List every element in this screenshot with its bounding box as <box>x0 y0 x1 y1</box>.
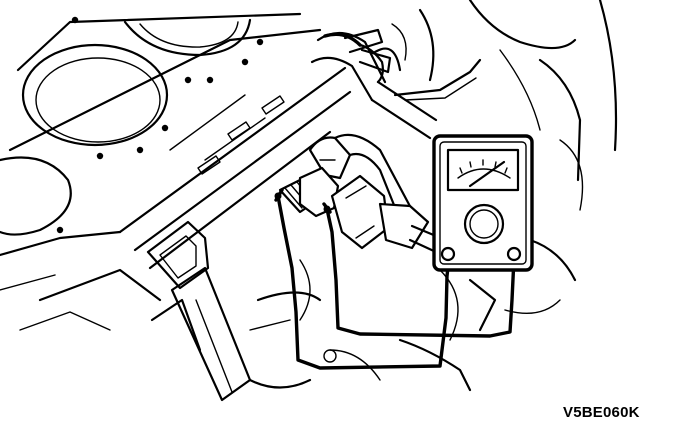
multimeter <box>432 134 534 272</box>
figure-code-label: V5BE060K <box>563 404 640 421</box>
test-lead-black <box>276 194 451 370</box>
test-leads <box>276 194 516 370</box>
engine-block <box>0 12 352 331</box>
cylinder-bores <box>0 18 252 236</box>
engine-background <box>248 0 618 392</box>
multimeter-body <box>432 134 534 272</box>
bracket-arm <box>146 220 252 402</box>
jack-volt-ohm <box>506 246 522 262</box>
multimeter-needle <box>468 160 506 188</box>
temperature-sensor <box>278 166 438 254</box>
selector-dial <box>463 203 505 245</box>
cylinder-bore-upper <box>21 43 169 147</box>
coolant-hose <box>310 23 482 140</box>
mounting-bracket <box>308 133 414 217</box>
bolt-holes <box>56 16 264 234</box>
jack-com <box>440 246 456 262</box>
cylinder-bore-lower <box>0 156 72 236</box>
multimeter-display <box>446 148 520 192</box>
test-lead-red <box>325 207 516 338</box>
